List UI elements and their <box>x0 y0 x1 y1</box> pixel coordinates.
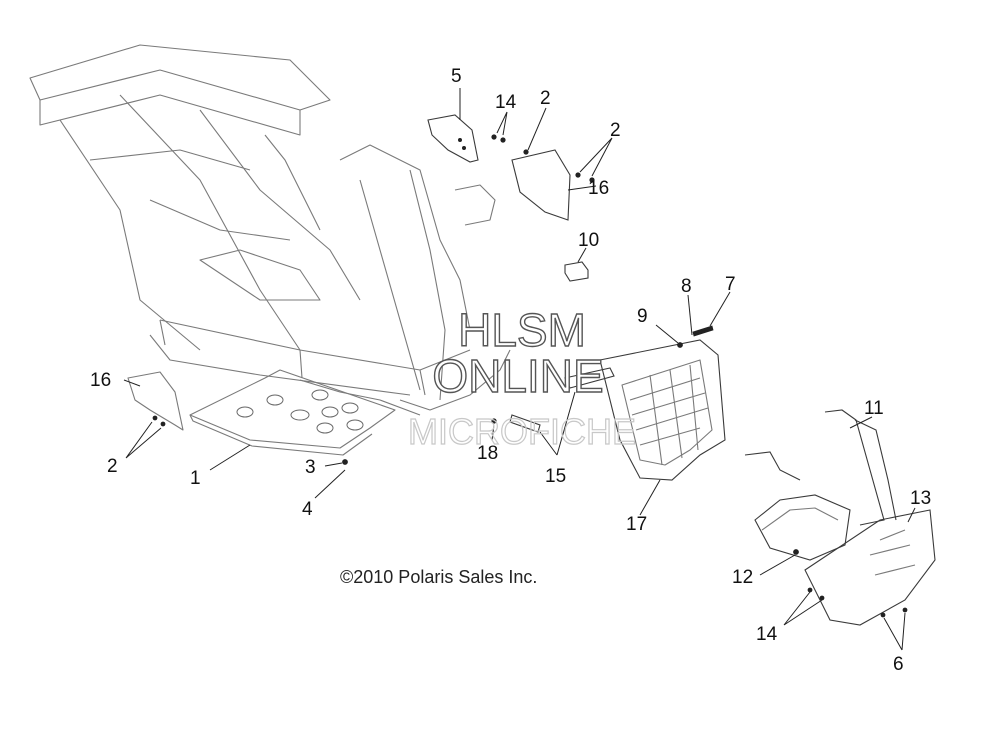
callout-16-left: 16 <box>90 370 111 391</box>
front-grille-part-17 <box>599 339 726 481</box>
watermark-line-2: ONLINE <box>432 350 603 402</box>
callout-14-top: 14 <box>495 92 517 113</box>
frame-assembly <box>29 44 511 416</box>
callout-4: 4 <box>302 499 313 520</box>
callout-2-left: 2 <box>107 456 118 477</box>
callout-14-bottom: 14 <box>756 624 778 645</box>
side-panel-top-part-16 <box>511 149 571 221</box>
callout-10: 10 <box>578 230 599 251</box>
callout-12: 12 <box>732 567 753 588</box>
front-bumper-part-11 <box>744 409 897 561</box>
callout-5: 5 <box>451 66 462 87</box>
side-panel-left-part-16 <box>127 371 184 431</box>
skid-plate-part-1 <box>189 369 396 456</box>
callout-labels: 5 14 2 2 16 10 8 7 9 16 2 1 3 4 18 15 17… <box>90 66 931 675</box>
bracket-pair-part-15 <box>509 367 615 433</box>
watermark-line-3: MICROFICHE <box>408 411 636 452</box>
watermark-line-1: HLSM <box>458 304 586 356</box>
callout-18: 18 <box>477 443 498 464</box>
front-skid-plate-part-13 <box>804 509 936 626</box>
callout-9: 9 <box>637 306 648 327</box>
copyright-notice: ©2010 Polaris Sales Inc. <box>340 567 537 587</box>
watermark: HLSM ONLINE MICROFICHE <box>407 303 636 452</box>
callout-15: 15 <box>545 466 566 487</box>
callout-8: 8 <box>681 276 692 297</box>
callout-3: 3 <box>305 457 316 478</box>
callout-17: 17 <box>626 514 647 535</box>
fasteners <box>342 134 908 618</box>
callout-2-top-b: 2 <box>610 120 621 141</box>
callout-13: 13 <box>910 488 931 509</box>
callout-1: 1 <box>190 468 201 489</box>
callout-7: 7 <box>725 274 736 295</box>
callout-11: 11 <box>864 398 884 419</box>
callout-16-top: 16 <box>588 178 609 199</box>
bracket-part-5 <box>427 114 479 163</box>
callout-6: 6 <box>893 654 904 675</box>
block-part-10 <box>564 261 589 282</box>
callout-2-top-a: 2 <box>540 88 551 109</box>
leader-lines <box>123 88 916 651</box>
